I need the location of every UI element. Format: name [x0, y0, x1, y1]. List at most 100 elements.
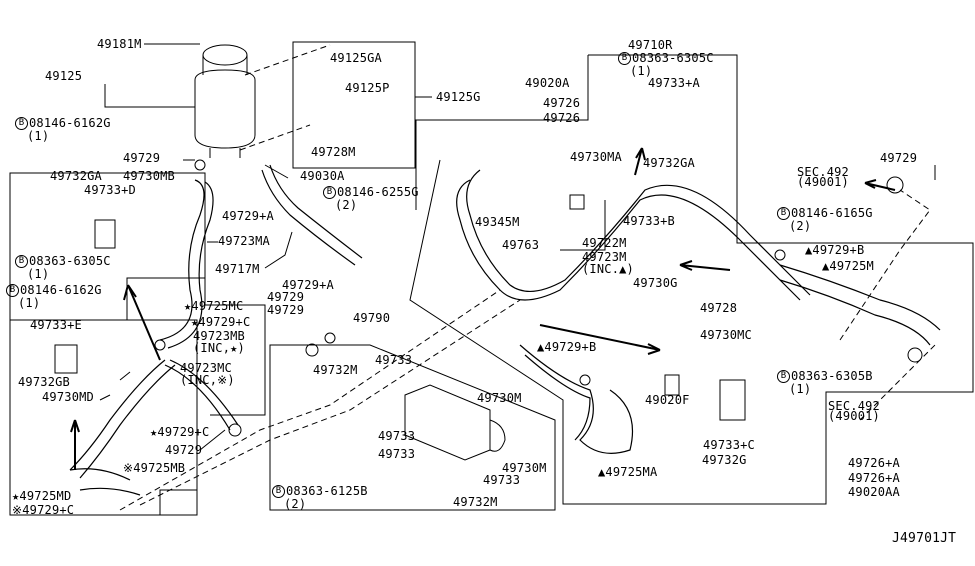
- bolt-mark-icon: B: [15, 117, 28, 130]
- part-number: 08363-6305B: [791, 369, 873, 383]
- quantity: (2): [284, 497, 307, 511]
- clamp: [886, 176, 904, 194]
- part-number: 08363-6305C: [632, 51, 714, 65]
- part-label: 49722M: [582, 236, 627, 250]
- part-label-multi: 49723M(INC.▲): [582, 251, 634, 275]
- part-label: 49733: [378, 429, 416, 443]
- part-number: 08146-6162G: [29, 116, 111, 130]
- hose-49723MC: [164, 359, 239, 431]
- part-label: 49790: [353, 311, 391, 325]
- clamp: [228, 423, 242, 437]
- part-label: 49733+A: [648, 76, 700, 90]
- part-label: 49733+D: [84, 183, 136, 197]
- bolt-mark-icon: B: [323, 186, 336, 199]
- group-box-49729: [159, 489, 197, 515]
- part-label: 49729: [267, 290, 305, 304]
- part-label: ★49725MD: [12, 489, 72, 503]
- part-label: 49030A: [300, 169, 345, 183]
- part-label: 49733: [378, 447, 416, 461]
- section-reference[interactable]: SEC.492(49001): [797, 166, 849, 189]
- bracket: [94, 219, 116, 249]
- part-label: 49020A: [525, 76, 570, 90]
- part-label: 49730G: [633, 276, 678, 290]
- quantity: (1): [27, 129, 50, 143]
- part-label: 49732GB: [18, 375, 70, 389]
- part-number: 08146-6162G: [20, 283, 102, 297]
- arrow: [70, 419, 80, 470]
- part-label: ※49729+C: [12, 503, 75, 517]
- clamp: [324, 332, 336, 344]
- part-label: 49733: [375, 353, 413, 367]
- part-label: 49728M: [311, 145, 356, 159]
- quantity: (1): [27, 267, 50, 281]
- tube-center-2: [466, 169, 811, 296]
- bolt-mark-icon: B: [272, 485, 285, 498]
- part-label: 49345M: [475, 215, 520, 229]
- part-number: 08146-6165G: [791, 206, 873, 220]
- quantity: (2): [335, 198, 358, 212]
- part-label: 49729: [165, 443, 203, 457]
- section-part: (49001): [797, 175, 849, 189]
- group-box-hose-ma: [204, 173, 266, 416]
- bracket: [54, 344, 78, 374]
- group-box-49790: [269, 344, 556, 511]
- part-label: 49732M: [313, 363, 358, 377]
- part-label: 49020F: [645, 393, 690, 407]
- section-number: SEC.492: [828, 399, 880, 413]
- hose-49725MA: [519, 344, 634, 454]
- part-label: 49020AA: [848, 485, 900, 499]
- hose-49723MA: [159, 179, 214, 349]
- tube-left: [69, 359, 176, 479]
- part-label: 49732G: [702, 453, 747, 467]
- part-number: 49723M: [582, 250, 627, 264]
- part-label: ▲49729+B: [805, 243, 865, 257]
- part-label: 49763: [502, 238, 540, 252]
- quantity: (2): [789, 219, 812, 233]
- part-label: 49726: [543, 111, 581, 125]
- part-label: 49728: [700, 301, 738, 315]
- section-part: (49001): [828, 409, 880, 423]
- part-label: ★49725MC: [184, 299, 244, 313]
- part-label: ★49729+C: [191, 315, 251, 329]
- arrow: [679, 260, 731, 271]
- part-label: ▲49725MA: [598, 465, 658, 479]
- part-number: 08363-6305C: [29, 254, 111, 268]
- part-label: 49726+A: [848, 456, 900, 470]
- bracket: [664, 374, 680, 396]
- part-label: 49730M: [477, 391, 522, 405]
- part-label: ▲49725M: [822, 259, 874, 273]
- reservoir-cap: [202, 44, 248, 66]
- part-label: 49729: [123, 151, 161, 165]
- tube-center-1: [456, 179, 801, 301]
- quantity: (1): [789, 382, 812, 396]
- part-label: 49730MC: [700, 328, 752, 342]
- part-label: 49710R: [628, 38, 673, 52]
- reservoir-body: [194, 69, 256, 149]
- section-reference[interactable]: SEC.492(49001): [828, 399, 880, 423]
- diagram-id: J49701JT: [892, 531, 957, 546]
- group-box-49125G: [292, 41, 416, 169]
- part-label: 49726+A: [848, 471, 900, 485]
- hose-49717M: [261, 164, 363, 266]
- part-label: 49733+E: [30, 318, 82, 332]
- hose-49725M: [779, 264, 941, 346]
- part-label: 49729: [267, 303, 305, 317]
- part-note: (INC,※): [180, 373, 235, 387]
- part-note: (INC.▲): [582, 262, 634, 276]
- part-number: 08146-6255G: [337, 185, 419, 199]
- part-number: 08363-6125B: [286, 484, 368, 498]
- clamp: [305, 343, 319, 357]
- arrow: [634, 147, 646, 176]
- bolt-mark-icon: B: [618, 52, 631, 65]
- arrow: [864, 179, 896, 191]
- bolt-mark-icon: B: [777, 207, 790, 220]
- part-label: 49125: [45, 69, 83, 83]
- quantity: (1): [18, 296, 41, 310]
